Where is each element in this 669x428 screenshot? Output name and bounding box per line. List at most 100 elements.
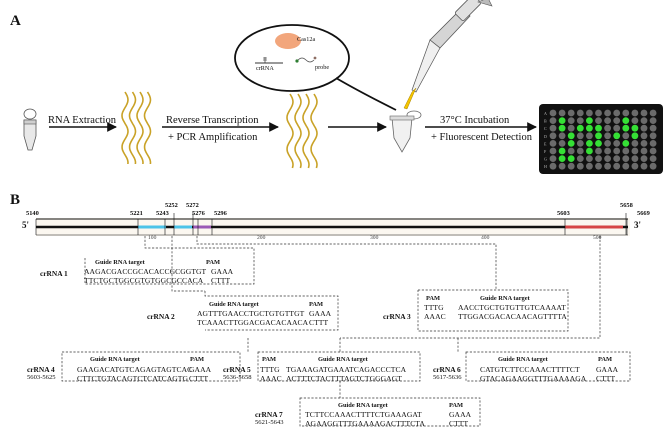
crrna-7-range: 5621-5643 — [255, 419, 284, 426]
crrna-4-guide-label: Guide RNA target — [90, 356, 140, 363]
plate-well — [567, 162, 575, 170]
plate-well — [622, 117, 630, 124]
plate-well — [640, 124, 648, 132]
plate-well — [649, 109, 657, 117]
scale-tick-500: 500 — [593, 235, 602, 241]
plate-well — [549, 132, 557, 140]
step-rna-extraction: RNA Extraction — [48, 115, 116, 126]
plate-well — [567, 132, 575, 140]
step-reverse-transcription: Reverse Transcription — [166, 115, 259, 126]
plate-well — [649, 147, 657, 155]
crrna-5-pam-bottom: AAAC — [260, 374, 282, 383]
plate-well — [567, 155, 575, 163]
plate-row-label: A — [544, 111, 547, 116]
pos-5252: 5252 — [165, 202, 178, 209]
plate-well — [595, 132, 602, 140]
crrna-1-bottom-seq: TTCTGCTGGCGTGTGGCGCCACA — [84, 276, 204, 285]
plate-well — [613, 117, 621, 124]
step-fluorescent-detection: + Fluorescent Detection — [431, 132, 532, 143]
crrna-5-pam-top: TTTG — [260, 365, 280, 374]
plate-well — [649, 132, 657, 140]
plate-well — [567, 109, 575, 117]
plate-well — [604, 132, 611, 140]
plate-well — [558, 124, 566, 132]
reaction-bubble — [234, 24, 397, 111]
plate-well — [595, 140, 602, 147]
crrna-6-guide-label: Guide RNA target — [498, 356, 548, 363]
plate-well — [586, 140, 593, 147]
plate-well — [604, 109, 611, 117]
five-prime-end: 5' — [22, 220, 30, 230]
plate-well — [576, 124, 584, 132]
plate-well — [649, 162, 657, 170]
plate-well — [586, 117, 593, 124]
crrna-2-top-seq: AGTTTGAACCTGCTGTGTTGT — [197, 309, 305, 318]
crrna-1-top-seq: AAGACGACCGCACACCGCGGTGT — [84, 267, 207, 276]
probe-icon — [297, 57, 315, 63]
cas12a-label: Cas12a — [297, 36, 316, 43]
plate-well — [595, 124, 602, 132]
pos-5669: 5669 — [637, 210, 650, 217]
plate-well — [640, 147, 648, 155]
plate-row-label: F — [544, 149, 547, 154]
crrna-3-pam-bottom: AAAC — [424, 312, 446, 321]
plate-well — [631, 140, 639, 147]
plate-well — [631, 162, 639, 170]
plate-well — [595, 162, 602, 170]
crrna-4-range: 5603-5625 — [27, 374, 56, 381]
plate-well — [613, 147, 621, 155]
crrna-label: crRNA — [256, 65, 274, 72]
plate-well — [595, 117, 602, 124]
crrna-4-pam-top: GAAA — [189, 365, 212, 374]
plate-row-label: G — [544, 157, 547, 162]
crrna-3-guide-label: Guide RNA target — [480, 295, 530, 302]
plate-well — [613, 162, 621, 170]
probe-label: probe — [315, 64, 330, 71]
crrna-2-guide-label: Guide RNA target — [209, 301, 259, 308]
plate-well — [649, 117, 657, 124]
crrna-4-name: crRNA 4 — [27, 365, 55, 374]
plate-well — [622, 109, 630, 117]
plate-well — [549, 155, 557, 163]
crrna-7-pam-top: GAAA — [449, 410, 472, 419]
reaction-tube-icon — [389, 110, 422, 153]
crrna-1-pam-top: GAAA — [211, 267, 234, 276]
scale-tick-300: 300 — [370, 235, 379, 241]
sample-tube-icon — [23, 108, 37, 151]
crrna-5-name: crRNA 5 — [223, 365, 251, 374]
plate-well — [567, 147, 575, 155]
crrna-1-name: crRNA 1 — [40, 269, 68, 278]
crrna-1-pam-label: PAM — [206, 259, 221, 266]
plate-well — [649, 155, 657, 163]
plate-well — [549, 162, 557, 170]
plate-well — [613, 140, 621, 147]
plate-well — [604, 147, 611, 155]
plate-well — [622, 147, 630, 155]
plate-well — [567, 117, 575, 124]
plate-well — [622, 140, 630, 147]
crrna-1-guide-label: Guide RNA target — [95, 259, 145, 266]
crrna-6-pam-label: PAM — [598, 356, 613, 363]
crrna-7-bottom-seq: AGAAGGTTTGAAAAGACTTTCTA — [305, 419, 425, 428]
scale-tick-400: 400 — [481, 235, 490, 241]
plate-well — [595, 155, 602, 163]
plate-row-label: H — [544, 164, 547, 169]
plate-well — [549, 124, 557, 132]
crrna-7-name: crRNA 7 — [255, 410, 283, 419]
crrna-5-bottom-seq: ACTTTCTACTTTAGTCTGGGAGT — [286, 374, 402, 383]
plate-well — [604, 117, 611, 124]
pos-5603: 5603 — [557, 210, 570, 217]
plate-well — [576, 155, 584, 163]
plate-well — [613, 155, 621, 163]
crrna-2-pam-label: PAM — [309, 301, 324, 308]
rna-strands-icon — [121, 91, 152, 165]
plate-well — [631, 132, 639, 140]
plate-well — [649, 140, 657, 147]
plate-well — [558, 155, 566, 163]
plate-well — [640, 117, 648, 124]
pos-5140: 5140 — [26, 210, 39, 217]
plate-well — [558, 109, 566, 117]
step-incubation: 37°C Incubation — [440, 115, 510, 126]
